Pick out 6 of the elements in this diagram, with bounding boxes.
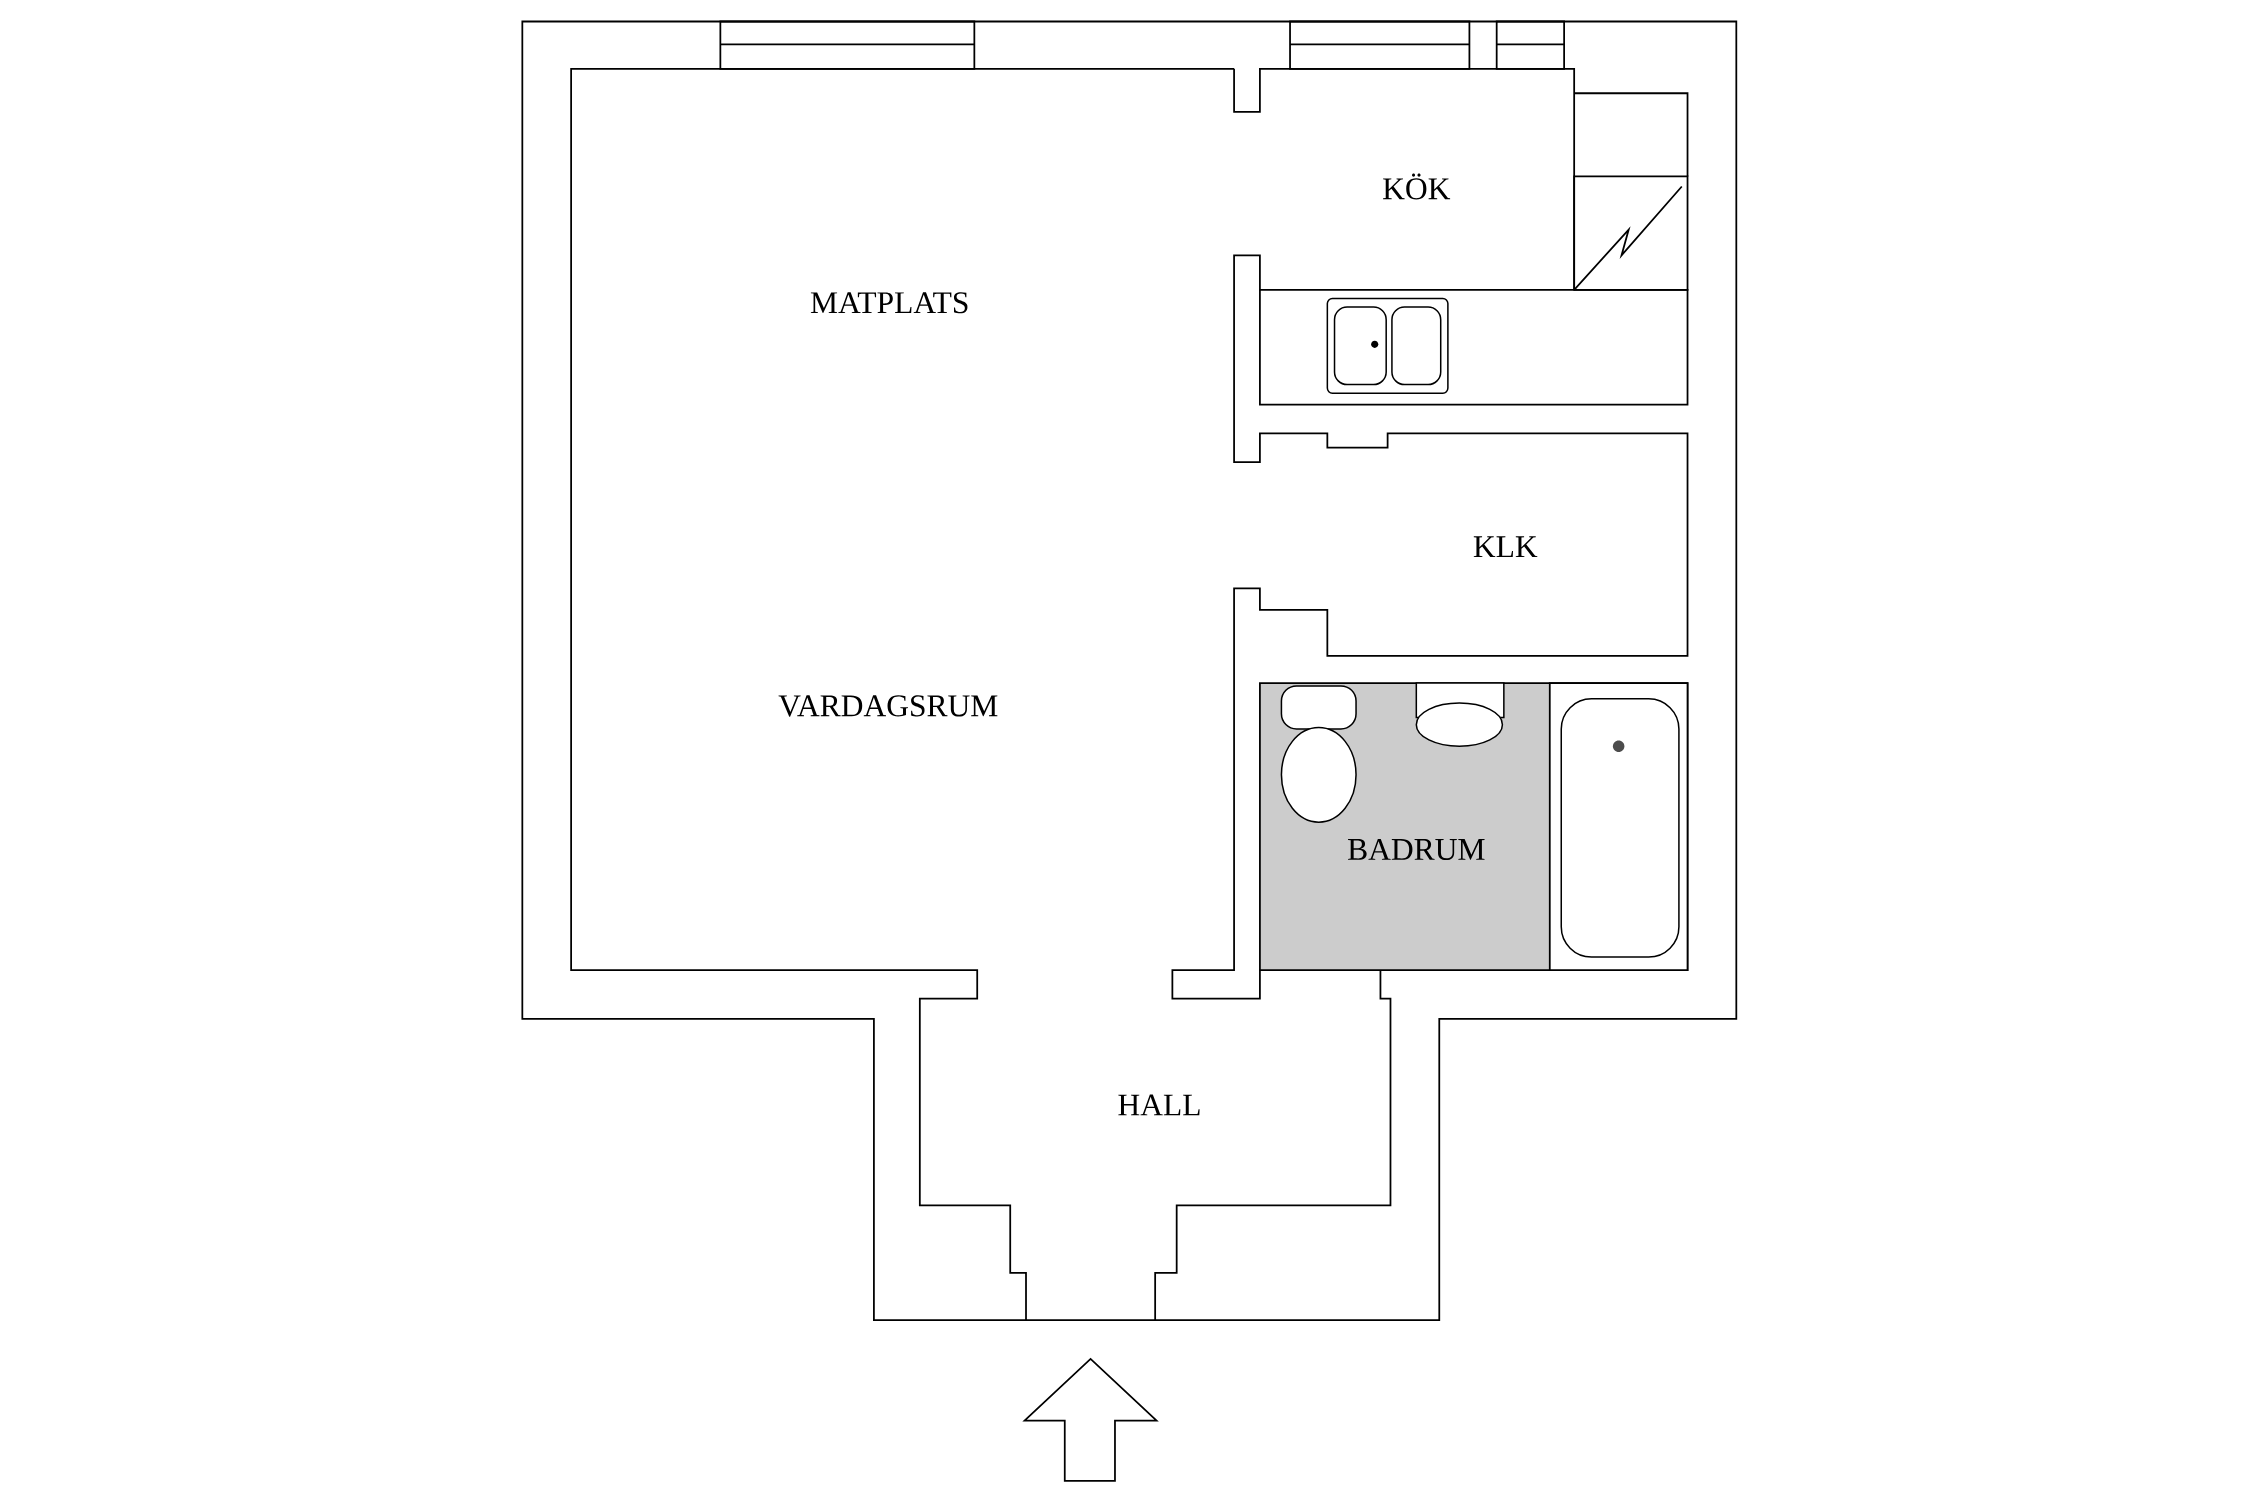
- room-label: KLK: [1473, 536, 1538, 558]
- room-label: KÖK: [1383, 173, 1451, 200]
- room-label: MATPLATS: [810, 292, 968, 314]
- room-label: HALL: [1118, 1094, 1200, 1116]
- room-label: BADRUM: [1348, 839, 1485, 861]
- room-label: VARDAGSRUM: [778, 695, 998, 717]
